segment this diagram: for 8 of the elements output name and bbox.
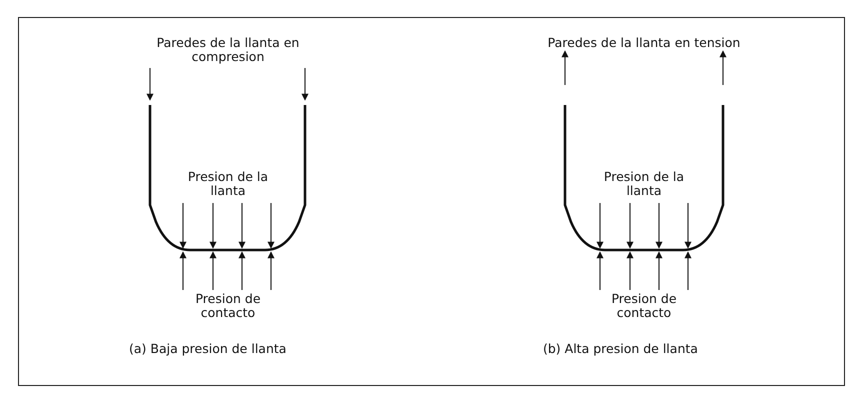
pressure-label: Presion de la llanta bbox=[602, 170, 686, 198]
figure-caption: (a) Baja presion de llanta bbox=[129, 342, 288, 356]
wall-label: Paredes de la llanta en compresion bbox=[156, 36, 300, 64]
pressure-label: Presion de contacto bbox=[610, 292, 678, 320]
pressure-label: Presion de la llanta bbox=[186, 170, 270, 198]
pressure-label: Presion de contacto bbox=[194, 292, 262, 320]
figure-caption: (b) Alta presion de llanta bbox=[543, 342, 699, 356]
wall-label: Paredes de la llanta en tension bbox=[546, 36, 742, 50]
